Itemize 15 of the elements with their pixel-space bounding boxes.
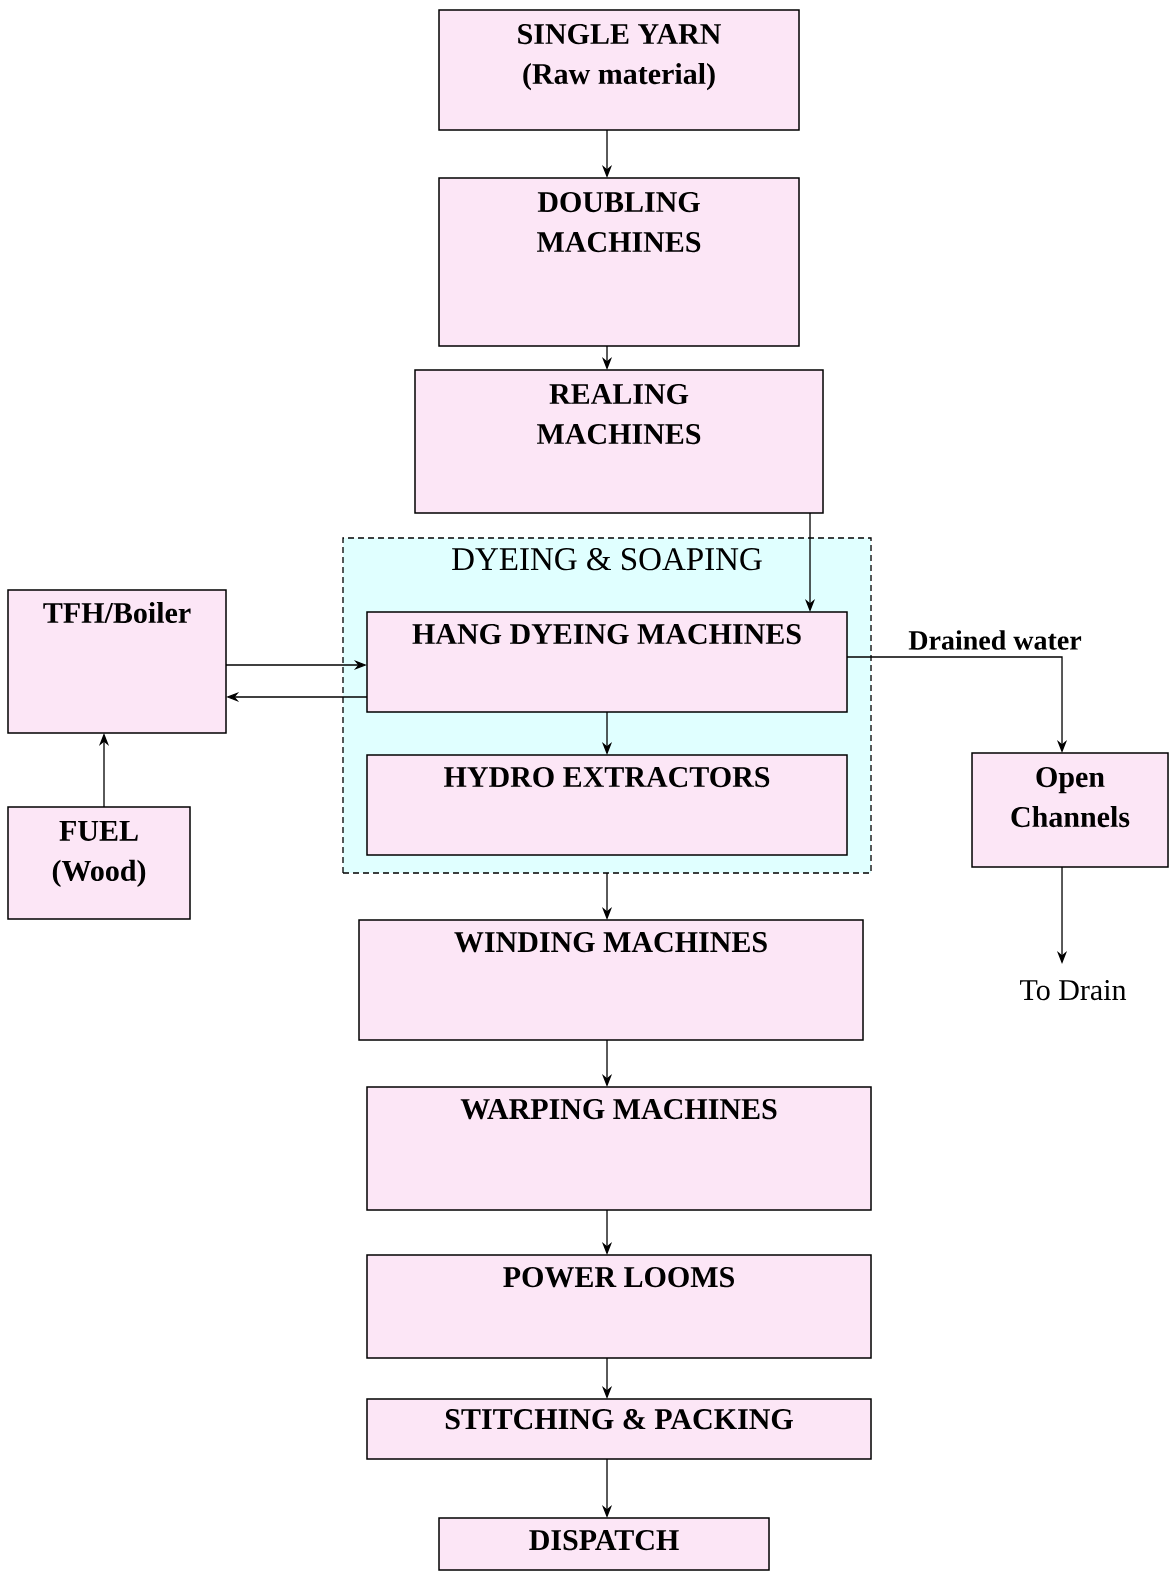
process-box: DOUBLING MACHINES [438,177,800,347]
process-box: POWER LOOMS [366,1254,872,1359]
edge-label: Drained water [908,630,1082,650]
process-box: REALING MACHINES [414,369,824,514]
text-label: To Drain [1020,980,1127,1001]
process-box: TFH/Boiler [7,589,227,734]
process-box: WINDING MACHINES [358,919,864,1041]
process-box: WARPING MACHINES [366,1086,872,1211]
process-box: Open Channels [971,752,1169,868]
process-box: HYDRO EXTRACTORS [366,754,848,856]
process-box: STITCHING & PACKING [366,1398,872,1460]
process-box: HANG DYEING MACHINES [366,611,848,713]
process-box: SINGLE YARN (Raw material) [438,9,800,131]
process-box: FUEL (Wood) [7,806,191,920]
process-box: DISPATCH [438,1517,770,1571]
